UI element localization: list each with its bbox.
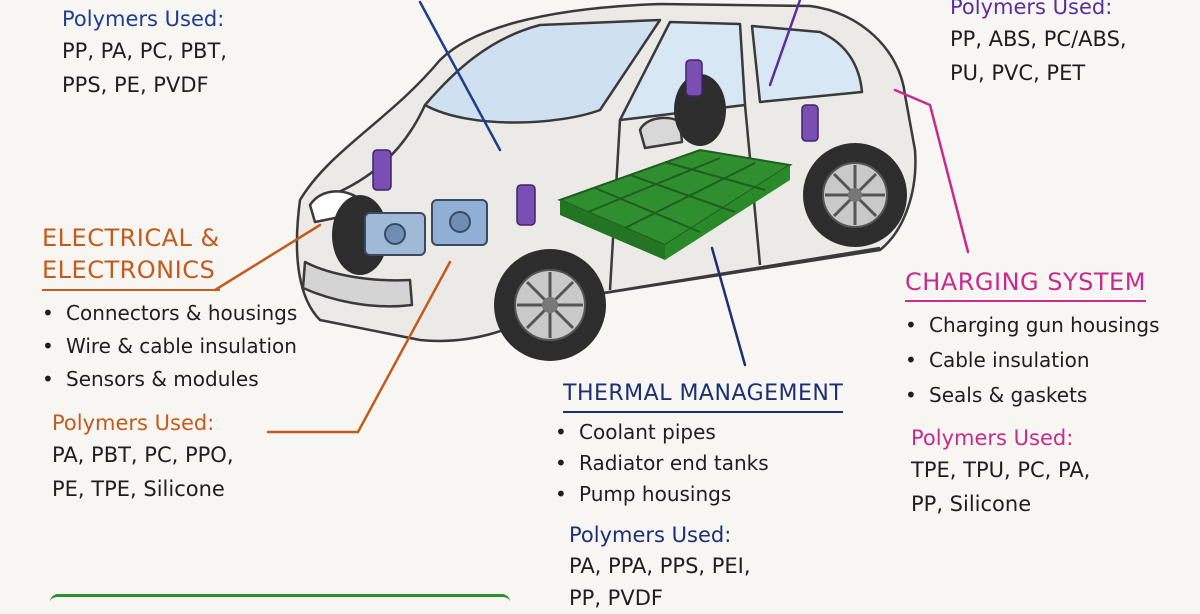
list-item: Cable insulation xyxy=(905,343,1160,378)
body-polymers-label: Polymers Used: xyxy=(62,7,225,31)
list-item: Seals & gaskets xyxy=(905,378,1160,413)
charging-polymers-label: Polymers Used: xyxy=(911,426,1074,451)
thermal-polymers-line1: PA, PPA, PPS, PEI, xyxy=(569,553,751,578)
electrical-polymers-label: Polymers Used: xyxy=(52,410,215,435)
leader-line-electrical-lower xyxy=(266,260,452,434)
electrical-polymers-line1: PA, PBT, PC, PPO, xyxy=(52,442,234,467)
charging-polymers-line2: PP, Silicone xyxy=(911,492,1032,517)
interior-polymers-label: Polymers Used: xyxy=(950,0,1113,19)
interior-polymers-line1: PP, ABS, PC/ABS, xyxy=(950,27,1127,51)
suspension-spring-icon xyxy=(372,59,819,226)
motor-unit-icon xyxy=(364,199,488,256)
electrical-title: ELECTRICAL & ELECTRONICS xyxy=(42,222,220,291)
charging-list: Charging gun housings Cable insulation S… xyxy=(905,308,1160,413)
thermal-list: Coolant pipes Radiator end tanks Pump ho… xyxy=(555,417,843,510)
charging-section: CHARGING SYSTEM Charging gun housings Ca… xyxy=(905,266,1160,521)
body-polymers-line1: PP, PA, PC, PBT, xyxy=(62,39,227,63)
electrical-list: Connectors & housings Wire & cable insul… xyxy=(42,297,297,396)
list-item: Charging gun housings xyxy=(905,308,1160,343)
battery-pack-icon xyxy=(557,148,793,260)
list-item: Pump housings xyxy=(555,479,843,510)
list-item: Coolant pipes xyxy=(555,417,843,448)
electrical-title-line1: ELECTRICAL & xyxy=(42,224,220,252)
electrical-polymers-line2: PE, TPE, Silicone xyxy=(52,476,225,501)
list-item: Sensors & modules xyxy=(42,363,297,396)
thermal-title: THERMAL MANAGEMENT xyxy=(563,379,844,413)
list-item: Connectors & housings xyxy=(42,297,297,330)
thermal-polymers-line2: PP, PVDF xyxy=(569,585,663,610)
wheel-icon xyxy=(494,249,606,361)
electrical-section: ELECTRICAL & ELECTRONICS Connectors & ho… xyxy=(42,222,297,506)
interior-polymers-line2: PU, PVC, PET xyxy=(950,61,1086,85)
charging-polymers-line1: TPE, TPU, PC, PA, xyxy=(911,458,1091,483)
car-illustration xyxy=(213,0,970,434)
list-item: Radiator end tanks xyxy=(555,448,843,479)
list-item: Wire & cable insulation xyxy=(42,330,297,363)
wheel-icon xyxy=(803,143,907,247)
leader-line-electrical-upper xyxy=(213,223,322,292)
electrical-title-line2: ELECTRONICS xyxy=(42,256,216,285)
interior-section: Polymers Used: PP, ABS, PC/ABS, PU, PVC,… xyxy=(950,0,1127,90)
body-structure-section: Polymers Used: PP, PA, PC, PBT, PPS, PE,… xyxy=(62,4,227,102)
leader-line-thermal xyxy=(710,246,747,367)
thermal-polymers-label: Polymers Used: xyxy=(569,522,732,547)
leader-line-interior xyxy=(768,0,802,87)
leader-line-body xyxy=(418,0,502,152)
thermal-section: THERMAL MANAGEMENT Coolant pipes Radiato… xyxy=(563,379,844,614)
body-polymers-line2: PPS, PE, PVDF xyxy=(62,73,209,97)
charging-title: CHARGING SYSTEM xyxy=(905,266,1146,303)
leader-line-charging xyxy=(893,88,970,254)
next-section-banner-edge xyxy=(50,594,510,607)
